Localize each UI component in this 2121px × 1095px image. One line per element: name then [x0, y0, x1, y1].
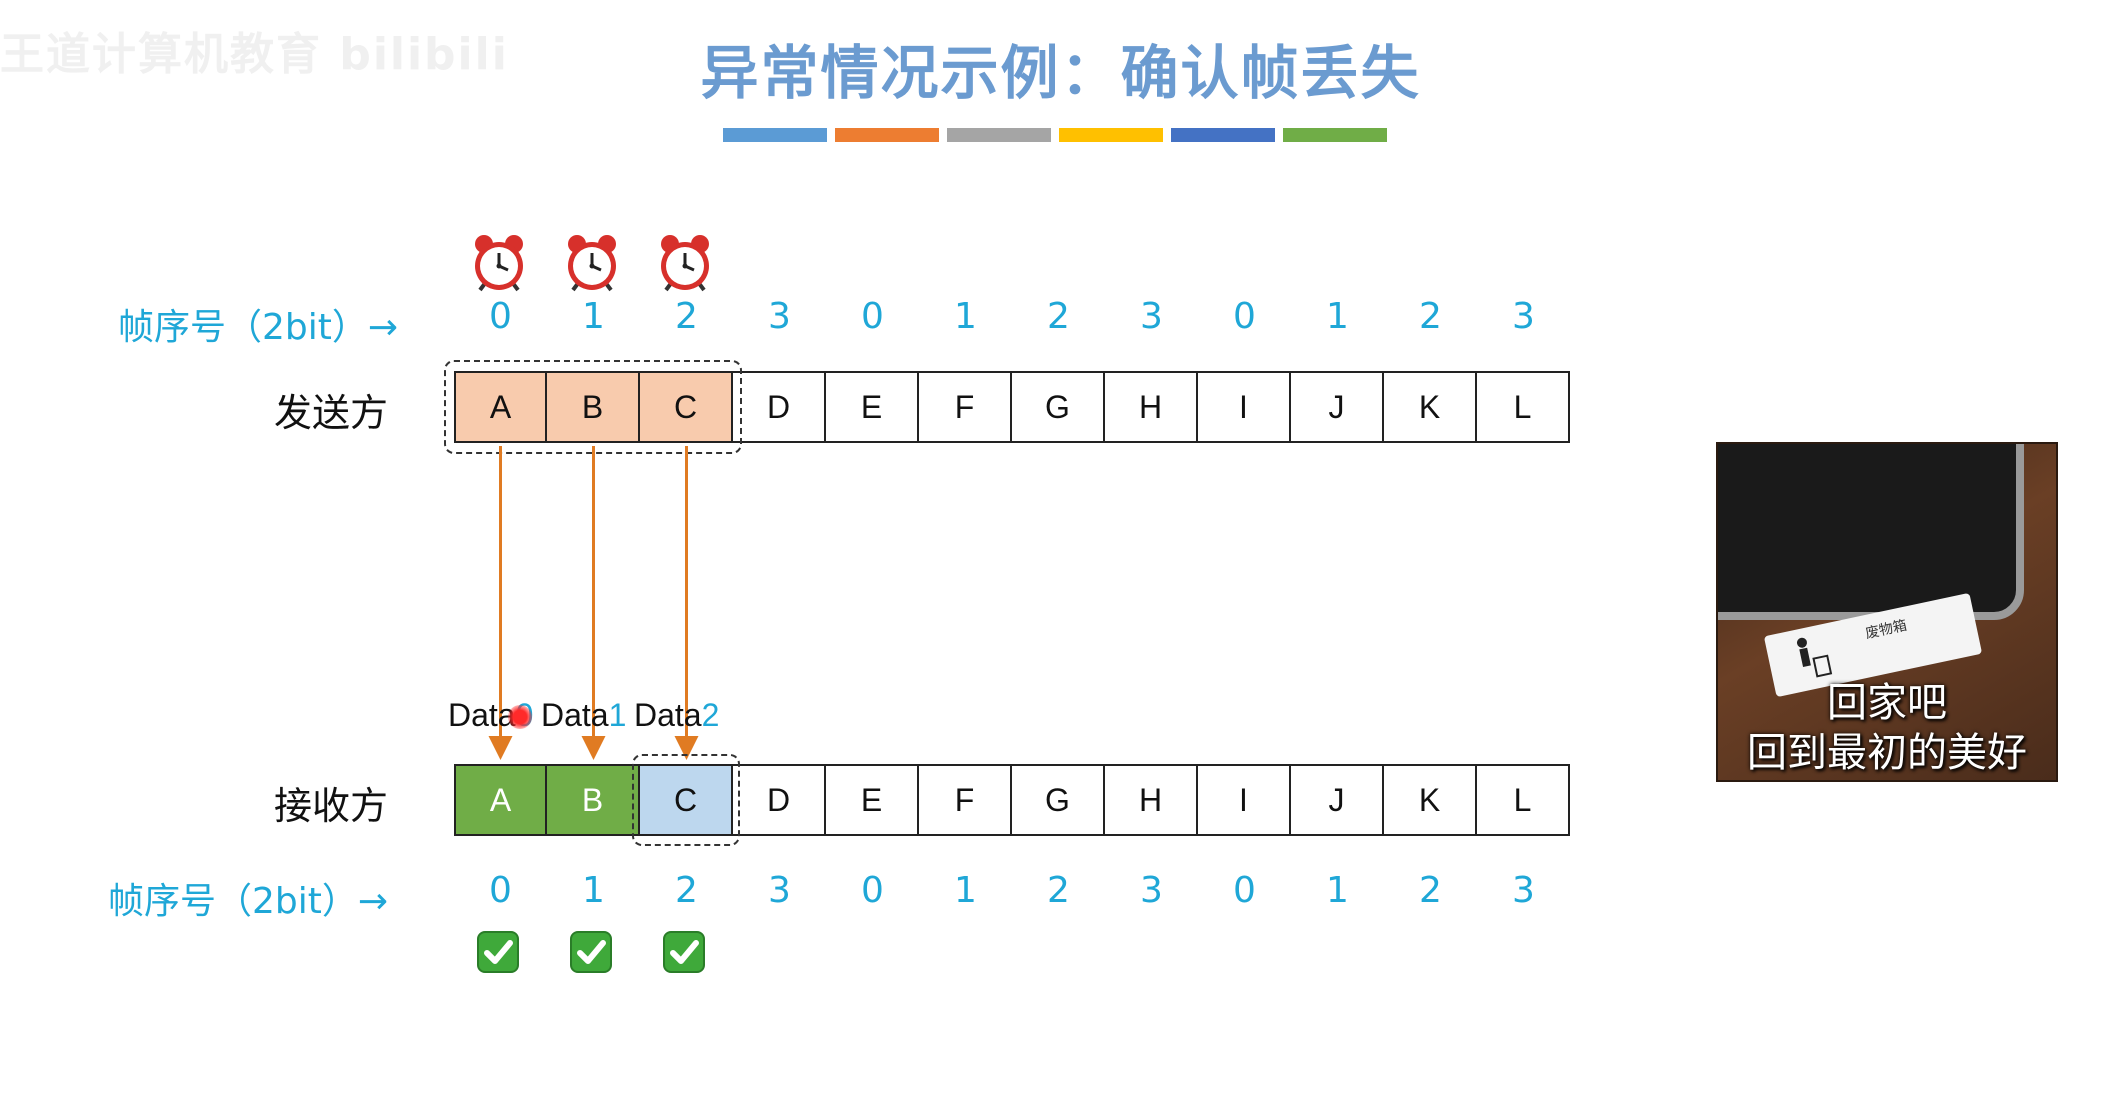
sender-seq-number: 0	[489, 296, 512, 337]
sender-label: 发送方	[274, 391, 389, 435]
receiver-frame-c: C	[638, 764, 733, 836]
sender-seq-row: 0 1 2 3 0 1 2 3 0 1 2 3	[454, 296, 1570, 337]
receiver-frame-d: D	[731, 764, 826, 836]
video-overlay: 废物箱 回家吧 回到最初的美好	[1716, 442, 2058, 782]
data-label-number: 2	[701, 697, 720, 733]
title-bar-segment	[723, 128, 827, 142]
overlay-dustbin-sign: 废物箱	[1763, 592, 1983, 698]
overlay-sign-text: 废物箱	[1863, 617, 1909, 643]
receiver-frame-g: G	[1010, 764, 1105, 836]
sender-seq-number: 3	[1140, 296, 1163, 337]
sender-frame-j: J	[1289, 371, 1384, 443]
data-label-number: 1	[608, 697, 627, 733]
sender-frame-a: A	[454, 371, 547, 443]
overlay-caption-line2: 回到最初的美好	[1747, 730, 2027, 776]
receiver-seq-label: 帧序号（2bit）→	[108, 881, 389, 922]
receiver-seq-number: 2	[1419, 870, 1442, 911]
receiver-seq-number: 0	[861, 870, 884, 911]
sender-seq-number: 1	[954, 296, 977, 337]
data-label-row: Data0Data1Data2	[448, 697, 748, 741]
watermark: 王道计算机教育 bilibili	[0, 29, 509, 80]
receiver-frame-b: B	[545, 764, 640, 836]
page-title: 异常情况示例：确认帧丢失	[700, 39, 1421, 107]
alarm-clock-icon	[661, 235, 709, 292]
sender-seq-number: 1	[582, 296, 605, 337]
sender-seq-number: 3	[768, 296, 791, 337]
check-icon	[570, 931, 612, 973]
check-icon	[477, 931, 519, 973]
sender-frame-l: L	[1475, 371, 1570, 443]
sender-frame-i: I	[1196, 371, 1291, 443]
data-label-text: Data	[541, 697, 609, 733]
receiver-seq-number: 2	[1047, 870, 1070, 911]
sender-frame-e: E	[824, 371, 919, 443]
sender-seq-label: 帧序号（2bit）→	[118, 307, 399, 348]
sender-seq-number: 2	[675, 296, 698, 337]
data-label-2: Data2	[634, 697, 719, 734]
receiver-seq-row: 0 1 2 3 0 1 2 3 0 1 2 3	[454, 870, 1570, 911]
title-bar-segment	[1283, 128, 1387, 142]
receiver-frame-k: K	[1382, 764, 1477, 836]
receiver-frame-j: J	[1289, 764, 1384, 836]
sender-seq-number: 2	[1047, 296, 1070, 337]
receiver-seq-number: 0	[489, 870, 512, 911]
receiver-frame-h: H	[1103, 764, 1198, 836]
overlay-caption-line1: 回家吧	[1827, 680, 1947, 726]
title-bar-segment	[835, 128, 939, 142]
ack-row	[476, 930, 736, 980]
receiver-window	[632, 754, 740, 846]
sender-seq-number: 0	[861, 296, 884, 337]
receiver-frame-i: I	[1196, 764, 1291, 836]
trash-person-icon	[1796, 637, 1833, 678]
data-label-text: Data	[448, 697, 516, 733]
receiver-frame-a: A	[454, 764, 547, 836]
receiver-frame-l: L	[1475, 764, 1570, 836]
sender-frame-c: C	[638, 371, 733, 443]
sender-seq-number: 0	[1233, 296, 1256, 337]
alarm-clock-icon	[568, 235, 616, 292]
title-bar-segment	[1171, 128, 1275, 142]
sender-frame-h: H	[1103, 371, 1198, 443]
sender-seq-number: 3	[1512, 296, 1535, 337]
overlay-screen-frame	[1718, 444, 2024, 620]
title-color-bars	[723, 128, 1387, 142]
receiver-seq-number: 1	[1326, 870, 1349, 911]
receiver-seq-number: 1	[954, 870, 977, 911]
sender-seq-number: 2	[1419, 296, 1442, 337]
title-bar-segment	[947, 128, 1051, 142]
receiver-seq-number: 3	[1140, 870, 1163, 911]
check-icon	[663, 931, 705, 973]
receiver-label: 接收方	[274, 784, 389, 828]
receiver-seq-number: 3	[768, 870, 791, 911]
receiver-seq-number: 0	[1233, 870, 1256, 911]
sender-frame-b: B	[545, 371, 640, 443]
lost-ack-marker	[508, 705, 532, 729]
alarm-clock-icon	[475, 235, 523, 292]
title-bar-segment	[1059, 128, 1163, 142]
receiver-seq-number: 3	[1512, 870, 1535, 911]
receiver-frame-f: F	[917, 764, 1012, 836]
data-label-text: Data	[634, 697, 702, 733]
receiver-seq-number: 2	[675, 870, 698, 911]
receiver-seq-number: 1	[582, 870, 605, 911]
sender-seq-number: 1	[1326, 296, 1349, 337]
timer-row	[466, 232, 726, 302]
data-label-1: Data1	[541, 697, 626, 734]
receiver-frame-e: E	[824, 764, 919, 836]
